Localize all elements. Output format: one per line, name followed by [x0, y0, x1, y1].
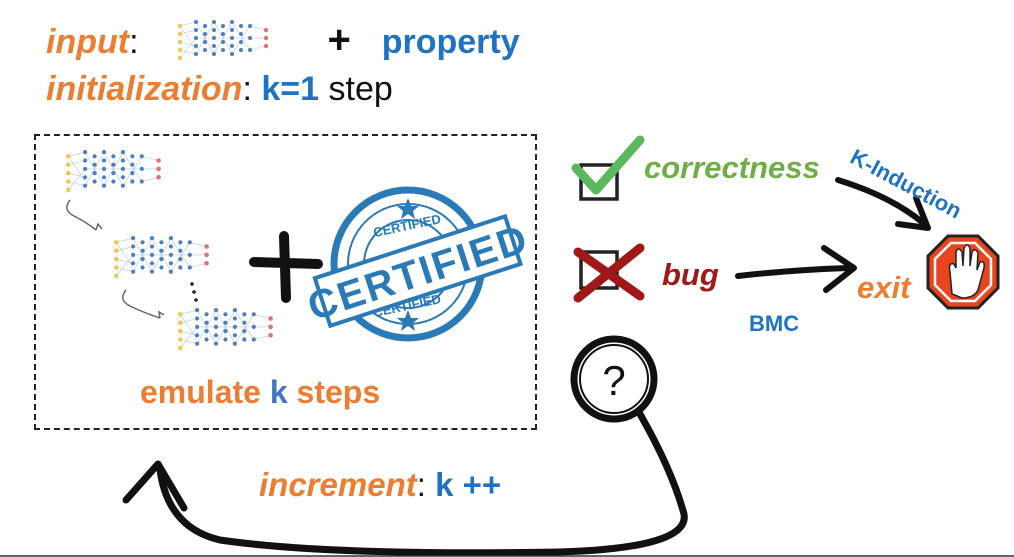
input-plus: + — [327, 18, 351, 62]
input-line: input: + property — [46, 18, 520, 63]
step-arrow — [66, 199, 97, 231]
k-induction-arrow — [835, 177, 925, 225]
bug-label: bug — [662, 257, 719, 292]
stop-hand-icon — [926, 234, 1000, 310]
increment-line: increment: k ++ — [259, 466, 501, 504]
exit-label: exit — [857, 270, 911, 305]
input-property: property — [381, 23, 520, 61]
bmc-label: BMC — [749, 311, 800, 336]
neural-network-icon — [65, 149, 162, 193]
initialization-label: initialization — [46, 70, 243, 108]
bmc-arrow — [735, 265, 851, 279]
increment-colon: : — [416, 466, 426, 503]
neural-network-icon — [113, 235, 210, 279]
neural-network-icon — [177, 307, 274, 351]
emulate-label: emulate k steps — [140, 374, 380, 411]
question-circle-icon: ? — [570, 335, 658, 423]
input-colon: : — [129, 23, 139, 61]
correctness-label: correctness — [644, 150, 820, 185]
initialization-k: k=1 — [261, 70, 320, 108]
increment-loop-arrow — [156, 410, 688, 557]
plus-sign — [249, 231, 323, 303]
emulation-box — [34, 134, 537, 430]
neural-network-icon — [177, 19, 269, 61]
increment-value: k ++ — [435, 466, 502, 503]
checkbox-checked-icon — [571, 135, 645, 201]
emulate-post: steps — [296, 374, 381, 410]
certified-stamp-icon: CERTIFIED CERTIFIED CERTIFIED — [303, 186, 534, 342]
emulate-pre: emulate — [140, 374, 261, 410]
step-arrow — [122, 289, 161, 319]
emulate-k: k — [269, 374, 288, 410]
svg-text:CERTIFIED: CERTIFIED — [372, 211, 442, 240]
checkbox-crossed-icon — [573, 243, 645, 303]
svg-text:?: ? — [602, 357, 625, 404]
initialization-colon: : — [242, 70, 252, 108]
increment-label: increment — [259, 466, 417, 503]
input-label: input — [46, 23, 130, 61]
initialization-step: step — [328, 70, 393, 108]
initialization-line: initialization: k=1 step — [46, 70, 393, 109]
